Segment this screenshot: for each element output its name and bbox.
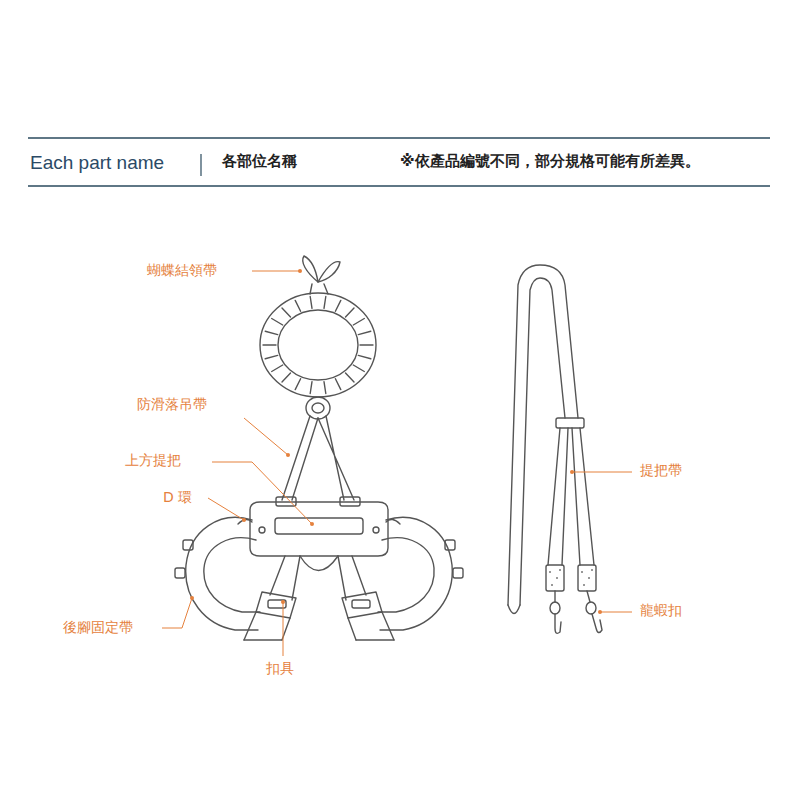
note-text: ※依產品編號不同，部分規格可能有所差異。 [400, 152, 700, 170]
ruffle-stroke [358, 331, 371, 334]
part-name: 提把帶 [640, 462, 682, 479]
ruffle-stroke [360, 344, 373, 345]
ruffle-stroke [282, 373, 291, 382]
ruffle-stroke [295, 300, 300, 311]
part-name: 上方提把 [125, 452, 181, 469]
ruffle-stroke [346, 308, 355, 317]
ruffle-stroke [265, 331, 278, 334]
part-name: D 環 [163, 489, 192, 506]
part-name: 蝴蝶結領帶 [147, 262, 217, 279]
ruffle-stroke [324, 382, 326, 394]
part-name: 龍蝦扣 [640, 602, 682, 619]
part-name: 扣具 [266, 660, 294, 677]
section-title: Each part name [30, 152, 164, 175]
ruffle-stroke [272, 319, 283, 326]
ruffle-stroke [282, 308, 291, 317]
ruffle-stroke [295, 379, 300, 390]
ruffle-stroke [272, 365, 283, 372]
ruffle-stroke [335, 300, 340, 311]
ruffle-stroke [310, 382, 312, 394]
ruffle-stroke [353, 319, 364, 326]
part-name: 防滑落吊帶 [137, 396, 207, 413]
ruffle-stroke [263, 344, 276, 345]
part-name: 後腳固定帶 [63, 619, 133, 636]
ruffle-stroke [346, 373, 355, 382]
ruffle-stroke [265, 355, 278, 358]
ruffle-stroke [335, 379, 340, 390]
ruffle-stroke [358, 355, 371, 358]
ruffle-stroke [353, 365, 364, 372]
section-subtitle: 各部位名稱 [222, 152, 297, 170]
ruffle-stroke [324, 297, 326, 309]
ruffle-stroke [310, 297, 312, 309]
